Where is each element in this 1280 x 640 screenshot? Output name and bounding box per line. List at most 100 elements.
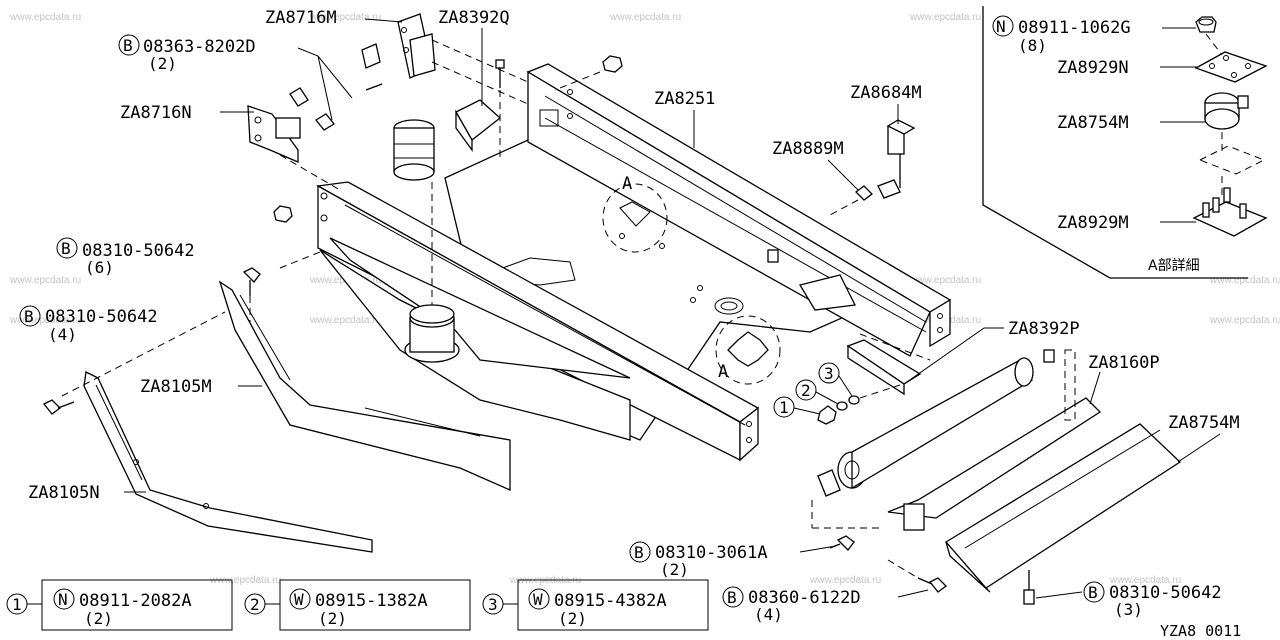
watermark: www.epcdata.ru [209, 575, 281, 586]
detail-a-border [982, 6, 1248, 279]
hole-icon [320, 214, 328, 222]
callout-prefix: B [61, 239, 71, 258]
leader-line [799, 545, 837, 553]
callout-b08363: 08363-8202D [143, 37, 256, 57]
leader-line [903, 327, 1004, 385]
washer-icon [836, 401, 848, 411]
leader-line [317, 55, 333, 121]
detail-item-label: ZA8754M [1057, 113, 1129, 133]
plate-outline [1198, 145, 1266, 175]
watermark: www.epcdata.ru [809, 575, 881, 586]
callout-za8716n: ZA8716N [120, 103, 192, 123]
legend-qty: (2) [84, 609, 113, 628]
detail-n-qty: (8) [1018, 36, 1047, 55]
assembly-line [859, 333, 931, 361]
callout-za8105n: ZA8105N [28, 483, 100, 503]
detail-item-label: ZA8929M [1057, 213, 1129, 233]
callout-prefix: B [24, 307, 34, 326]
legend: 1 N 08911-2082A (2) 2 W 08915-1382A (2) … [6, 579, 709, 631]
cover-end [945, 541, 991, 593]
leader-line [827, 159, 859, 191]
detail-item-label: ZA8929N [1057, 58, 1129, 78]
legend-prefix-circle [289, 588, 311, 610]
leader-line [838, 375, 853, 397]
diagram-code: YZA8 0011 [1160, 622, 1241, 640]
detail-a-marker-lower [715, 315, 781, 385]
hole-icon [619, 233, 625, 239]
callout-za8754m: ZA8754M [1168, 413, 1240, 433]
callout-qty: (3) [1114, 600, 1143, 619]
bolt-head-icon [1023, 589, 1035, 605]
assembly-line [554, 71, 601, 91]
bar-edge [239, 294, 291, 381]
item-number-circle [773, 396, 795, 418]
washer-icon [848, 395, 860, 405]
watermark: www.epcdata.ru [9, 275, 81, 286]
beam-tab [767, 249, 779, 263]
callout-qty: (2) [660, 560, 689, 579]
plate-icon [1194, 51, 1268, 83]
hole-icon [697, 285, 703, 291]
bolt-head-icon [836, 535, 855, 551]
callout-za8684m: ZA8684M [850, 83, 922, 103]
bolt-head-icon [361, 43, 381, 69]
tank-valve [1043, 349, 1055, 363]
cross-plate [727, 331, 769, 367]
assembly-line [887, 559, 919, 579]
rubber-block-bottom [393, 163, 435, 181]
item-number-circle [818, 362, 840, 384]
upper-beam-end [929, 298, 951, 348]
cover-za8754m [945, 423, 1182, 589]
bolt-shank [365, 83, 383, 91]
callout-b08310-6: 08310-50642 [82, 241, 195, 261]
nut-icon [817, 405, 837, 425]
beam-edge [544, 95, 927, 323]
hole-icon [1245, 63, 1251, 69]
hole-icon [1231, 72, 1237, 78]
detail-n-prefix: N [996, 17, 1006, 36]
bracket-clip [903, 503, 925, 531]
nut-top [1198, 18, 1214, 26]
assembly-line [279, 251, 321, 269]
nut-icon [602, 55, 623, 73]
view-marker: A [622, 174, 632, 194]
bracket-face [409, 33, 436, 77]
bolt-head-icon [242, 267, 261, 283]
hole-icon [401, 27, 407, 33]
assembly-line [1205, 33, 1223, 56]
item-number-circle [795, 379, 817, 401]
legend-prefix-circle [53, 588, 75, 610]
cross-plate [619, 201, 651, 227]
beam-edge [344, 204, 746, 426]
hole-icon [746, 437, 752, 443]
callout-za8889m: ZA8889M [772, 139, 844, 159]
plate-round-hole-inner [720, 301, 738, 311]
legend-qty: (2) [318, 609, 347, 628]
legend-prefix: N [58, 590, 68, 609]
bolt-shank [57, 401, 75, 409]
watermark: www.epcdata.ru [1109, 575, 1181, 586]
bolt-head-icon [289, 87, 309, 107]
callout-za8716m: ZA8716M [265, 8, 337, 28]
hole-icon [567, 113, 573, 119]
item-number: 1 [779, 398, 789, 417]
legend-prefix-circle [528, 588, 550, 610]
hole-icon [937, 327, 943, 333]
tank-cap [1014, 357, 1034, 387]
bar-edge [364, 407, 481, 437]
mount-bottom [1204, 108, 1240, 130]
b-prefix-circle [118, 34, 140, 56]
hole-icon [690, 297, 696, 303]
callout-za8251: ZA8251 [654, 89, 715, 109]
leader-line [1035, 591, 1083, 599]
hole-icon [320, 192, 328, 200]
n-prefix-circle [992, 15, 1014, 37]
assembly-line [61, 311, 226, 397]
stud-icon [1212, 197, 1220, 213]
tank-inner [844, 460, 860, 480]
callout-b08310-3: 08310-50642 [1109, 583, 1222, 603]
watermark: www.epcdata.ru [9, 12, 81, 23]
hole-icon [937, 313, 943, 319]
hole-icon [403, 47, 409, 53]
